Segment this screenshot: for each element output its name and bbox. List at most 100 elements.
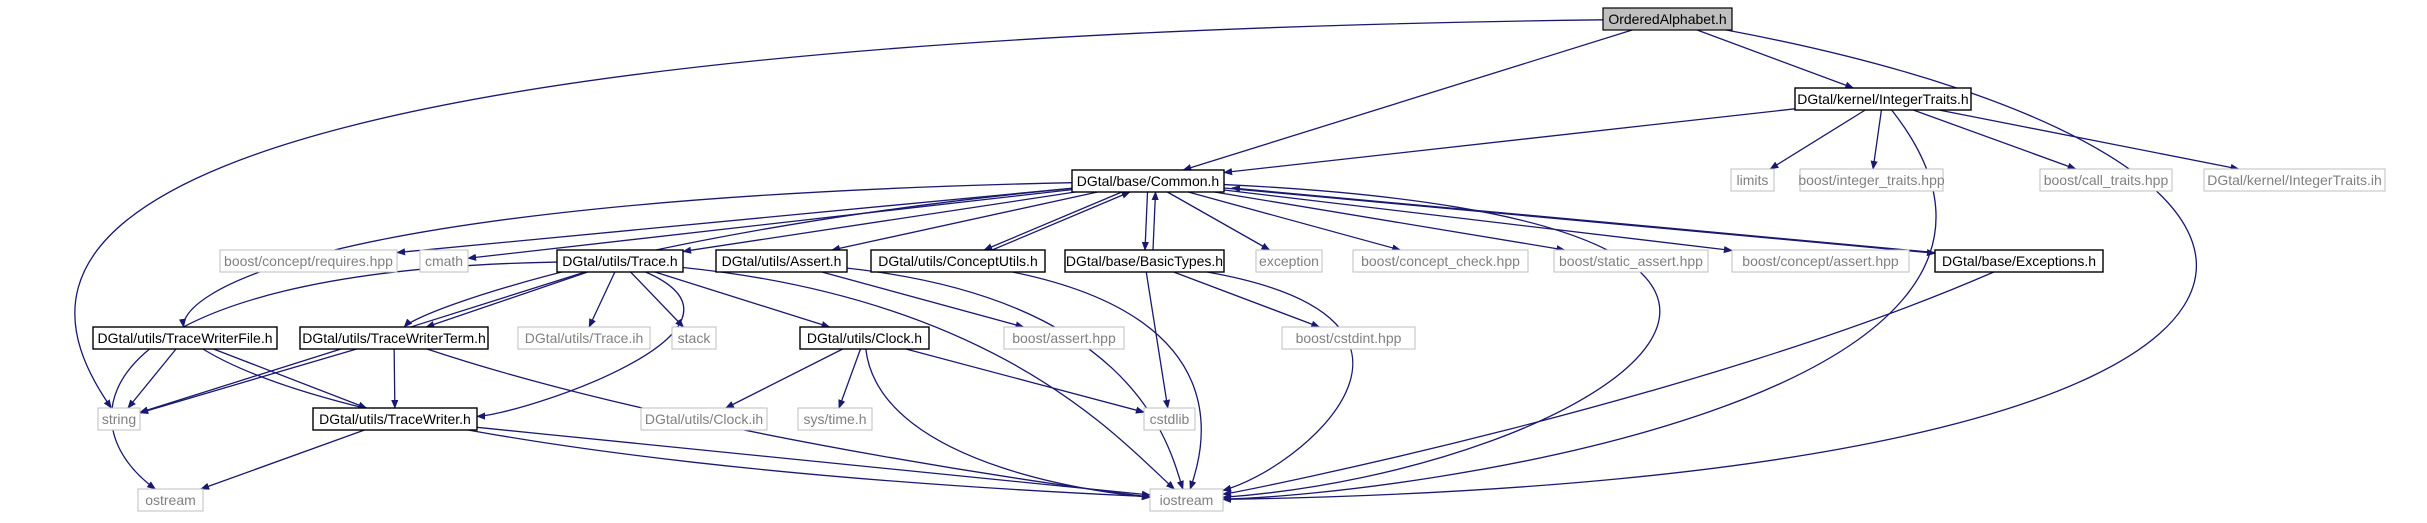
edge-trace-to-stack xyxy=(630,271,685,328)
node-stack: stack xyxy=(671,326,717,350)
node-box xyxy=(1064,249,1225,273)
node-box xyxy=(1255,249,1323,273)
node-clock-ih: DGtal/utils/Clock.ih xyxy=(640,407,768,431)
edge-basic-types-to-boost-cstdint xyxy=(1173,271,1321,328)
edge-common-to-boost-concept-requires xyxy=(396,187,1073,256)
node-box xyxy=(1731,249,1910,273)
node-box xyxy=(715,249,848,273)
edge-trace-writer-file-to-iostream xyxy=(202,348,1151,500)
node-boost-concept-requires: boost/concept/requires.hpp xyxy=(219,249,398,273)
node-label: DGtal/utils/Trace.ih xyxy=(525,330,644,346)
node-box xyxy=(1934,249,2104,273)
node-box xyxy=(1003,326,1125,350)
node-label: OrderedAlphabet.h xyxy=(1608,11,1726,27)
node-assert[interactable]: DGtal/utils/Assert.h xyxy=(715,249,848,273)
node-exceptions[interactable]: DGtal/base/Exceptions.h xyxy=(1934,249,2104,273)
node-box xyxy=(797,407,873,431)
node-box xyxy=(2039,168,2173,192)
node-box xyxy=(1730,168,1775,192)
edge-exceptions-to-iostream xyxy=(1222,271,1995,497)
node-box xyxy=(1071,169,1225,193)
edge-trace-to-clock xyxy=(654,271,831,329)
node-cstdlib: cstdlib xyxy=(1143,407,1196,431)
node-label: DGtal/kernel/IntegerTraits.ih xyxy=(2207,172,2382,188)
node-label: DGtal/kernel/IntegerTraits.h xyxy=(1797,91,1968,107)
edge-clock-to-clock-ih xyxy=(724,348,843,409)
edge-common-to-boost-static-assert xyxy=(1214,191,1566,253)
node-label: ostream xyxy=(145,492,196,508)
edge-common-to-cmath xyxy=(467,188,1073,261)
edge-integer-traits-to-integer-traits-ih xyxy=(1938,109,2240,171)
edges-layer xyxy=(74,19,2240,503)
edge-ordered-alphabet-to-iostream xyxy=(1222,29,2197,503)
node-label: boost/assert.hpp xyxy=(1012,330,1116,346)
nodes-layer: OrderedAlphabet.hDGtal/kernel/IntegerTra… xyxy=(92,7,2386,512)
edge-common-to-concept-utils xyxy=(983,191,1123,251)
node-label: boost/call_traits.hpp xyxy=(2044,172,2169,188)
node-label: DGtal/utils/Clock.h xyxy=(807,330,922,346)
node-boost-concept-assert: boost/concept/assert.hpp xyxy=(1731,249,1910,273)
node-box xyxy=(1799,168,1944,192)
node-box xyxy=(1143,407,1196,431)
node-label: boost/integer_traits.hpp xyxy=(1798,172,1945,188)
node-cmath: cmath xyxy=(419,249,469,273)
node-common[interactable]: DGtal/base/Common.h xyxy=(1071,169,1225,193)
node-box xyxy=(1794,87,1972,111)
node-ordered-alphabet[interactable]: OrderedAlphabet.h xyxy=(1602,7,1733,31)
node-integer-traits-ih: DGtal/kernel/IntegerTraits.ih xyxy=(2203,168,2386,192)
node-label: boost/cstdint.hpp xyxy=(1296,330,1402,346)
node-boost-cstdint: boost/cstdint.hpp xyxy=(1281,326,1416,350)
node-iostream: iostream xyxy=(1149,488,1224,512)
edge-basic-types-to-cstdlib xyxy=(1145,271,1171,409)
node-ostream: ostream xyxy=(137,488,204,512)
node-box xyxy=(1602,7,1733,31)
edge-trace-to-trace-writer-term xyxy=(425,271,588,328)
node-trace-writer-file[interactable]: DGtal/utils/TraceWriterFile.h xyxy=(92,326,278,350)
node-exception: exception xyxy=(1255,249,1323,273)
node-label: DGtal/utils/TraceWriterTerm.h xyxy=(302,330,486,346)
node-boost-static-assert: boost/static_assert.hpp xyxy=(1553,249,1709,273)
edge-common-to-boost-concept-assert xyxy=(1223,189,1733,254)
node-label: DGtal/base/Exceptions.h xyxy=(1942,253,2096,269)
edge-trace-writer-term-to-string xyxy=(139,348,357,414)
node-concept-utils[interactable]: DGtal/utils/ConceptUtils.h xyxy=(870,249,1046,273)
edge-clock-to-cstdlib xyxy=(905,348,1145,414)
node-box xyxy=(517,326,651,350)
node-box xyxy=(556,249,684,273)
node-label: DGtal/utils/Trace.h xyxy=(562,253,677,269)
edge-common-to-exceptions xyxy=(1223,187,1936,257)
node-box xyxy=(97,407,141,431)
node-box xyxy=(1553,249,1709,273)
node-box xyxy=(419,249,469,273)
node-label: cstdlib xyxy=(1150,411,1190,427)
edge-integer-traits-to-iostream xyxy=(1222,109,1937,503)
node-trace[interactable]: DGtal/utils/Trace.h xyxy=(556,249,684,273)
node-label: DGtal/base/BasicTypes.h xyxy=(1066,253,1223,269)
edge-trace-writer-to-iostream xyxy=(476,426,1151,498)
node-label: DGtal/utils/Assert.h xyxy=(722,253,842,269)
node-box xyxy=(1352,249,1529,273)
edge-exceptions-to-common xyxy=(1231,185,1944,254)
node-label: DGtal/base/Common.h xyxy=(1077,173,1219,189)
node-trace-writer[interactable]: DGtal/utils/TraceWriter.h xyxy=(312,407,478,431)
edge-trace-writer-to-ostream xyxy=(200,429,365,490)
node-label: DGtal/utils/TraceWriterFile.h xyxy=(97,330,272,346)
edge-concept-utils-to-common xyxy=(991,191,1131,251)
node-trace-writer-term[interactable]: DGtal/utils/TraceWriterTerm.h xyxy=(299,326,489,350)
node-box xyxy=(870,249,1046,273)
node-label: limits xyxy=(1737,172,1769,188)
node-boost-assert: boost/assert.hpp xyxy=(1003,326,1125,350)
node-trace-ih: DGtal/utils/Trace.ih xyxy=(517,326,651,350)
node-basic-types[interactable]: DGtal/base/BasicTypes.h xyxy=(1064,249,1225,273)
node-box xyxy=(1281,326,1416,350)
node-integer-traits[interactable]: DGtal/kernel/IntegerTraits.h xyxy=(1794,87,1972,111)
edge-ordered-alphabet-to-integer-traits xyxy=(1696,29,1855,89)
node-string: string xyxy=(97,407,141,431)
node-clock[interactable]: DGtal/utils/Clock.h xyxy=(799,326,930,350)
node-label: boost/concept_check.hpp xyxy=(1361,253,1520,269)
node-label: stack xyxy=(678,330,712,346)
node-box xyxy=(799,326,930,350)
node-boost-call-traits: boost/call_traits.hpp xyxy=(2039,168,2173,192)
